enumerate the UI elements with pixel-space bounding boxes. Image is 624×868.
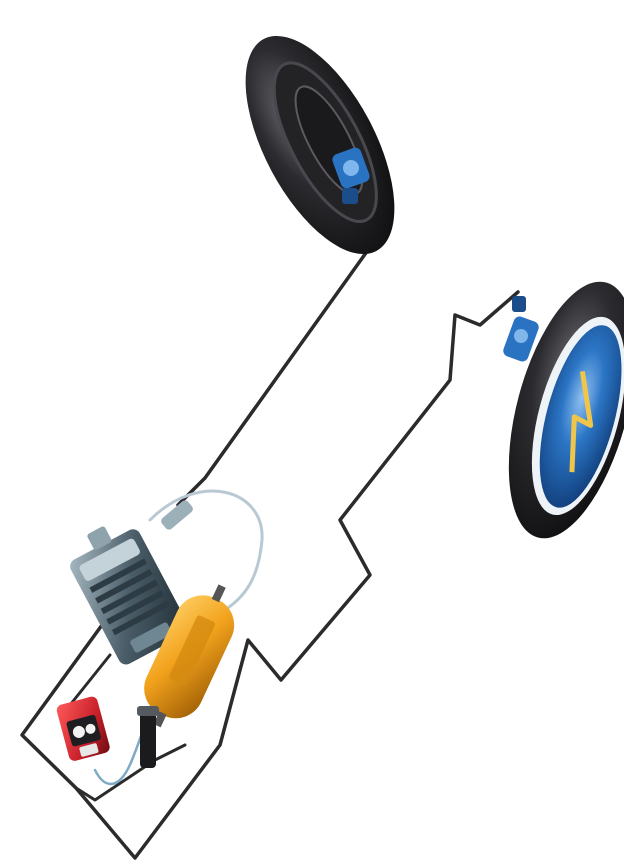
pressure-switch bbox=[137, 706, 159, 768]
control-box bbox=[55, 695, 111, 762]
wheel-rear bbox=[215, 13, 425, 277]
wheel-front bbox=[485, 268, 624, 551]
hose-rear-wheel bbox=[178, 205, 369, 505]
